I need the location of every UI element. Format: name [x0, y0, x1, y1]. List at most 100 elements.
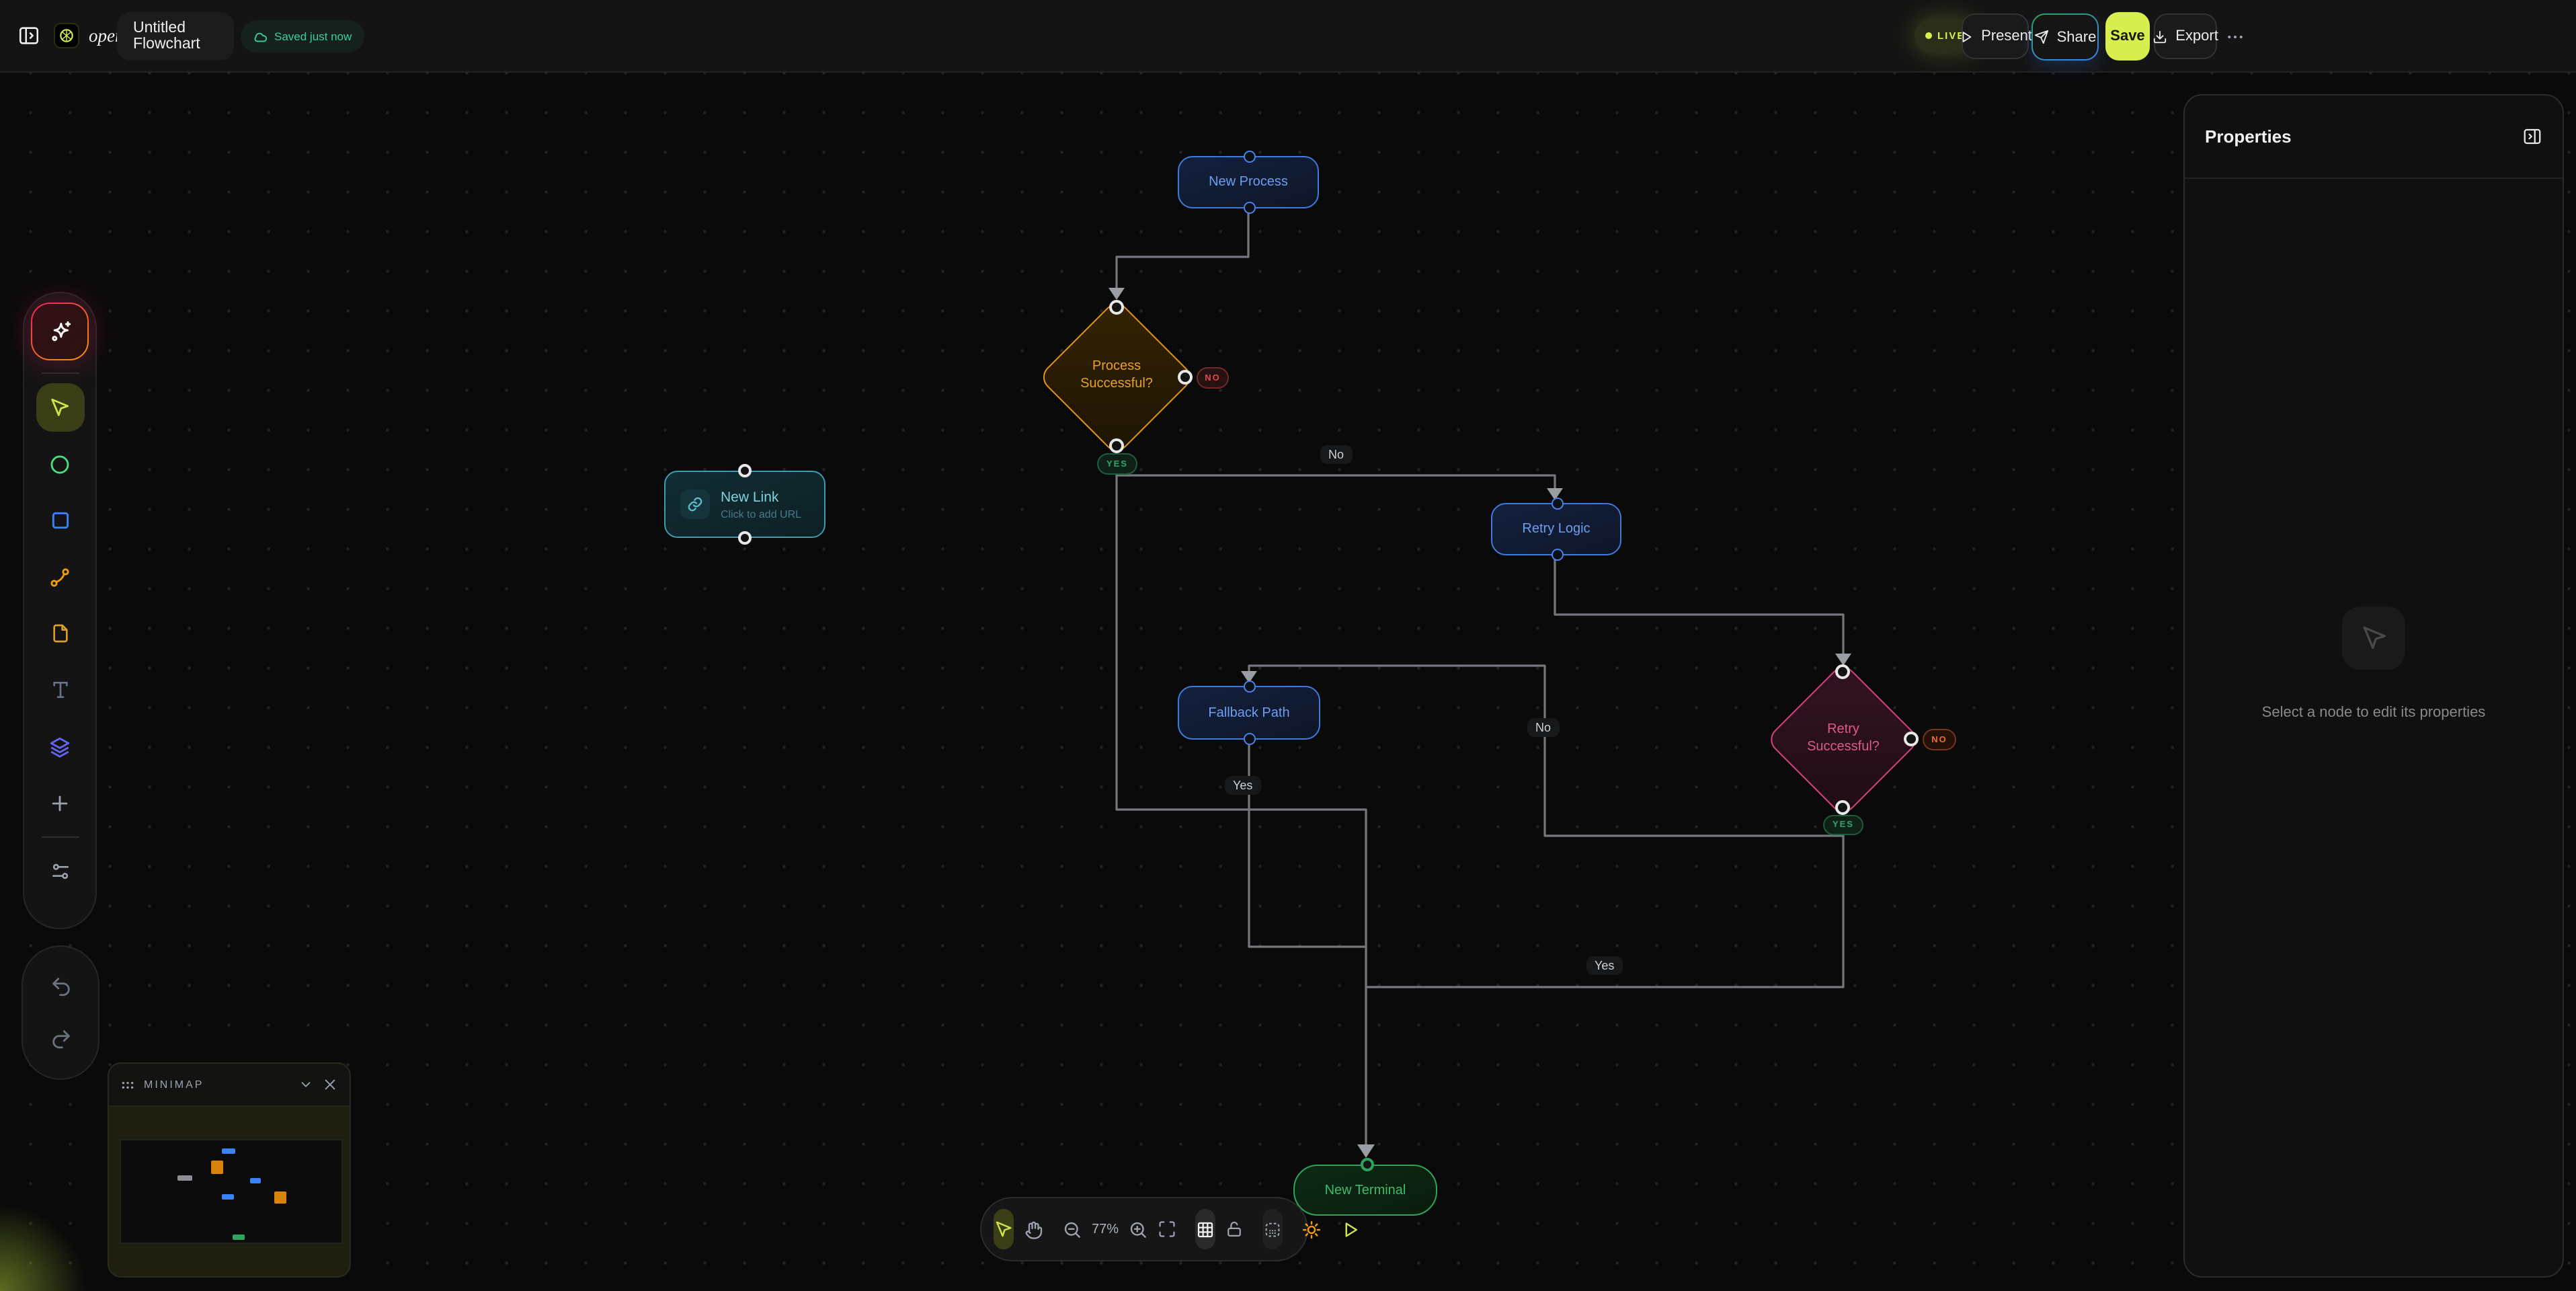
node-label: New Process	[1209, 175, 1288, 190]
handle-right[interactable]	[1178, 370, 1193, 385]
undo-icon[interactable]	[49, 976, 72, 999]
more-options-icon[interactable]	[2224, 22, 2245, 51]
settings-button[interactable]	[36, 847, 84, 896]
empty-state: Select a node to edit its properties	[2185, 607, 2563, 721]
handle-top[interactable]	[738, 464, 752, 477]
layers-tool-button[interactable]	[36, 722, 84, 771]
select-tool-button[interactable]	[36, 383, 84, 432]
handle-bottom[interactable]	[1552, 549, 1564, 561]
export-button[interactable]: Export	[2154, 13, 2218, 59]
drag-handle-icon[interactable]	[121, 1079, 134, 1090]
arrowhead	[1241, 671, 1257, 683]
lock-button[interactable]	[1225, 1220, 1244, 1239]
toggle-grid-button[interactable]	[1195, 1209, 1216, 1249]
zoom-level[interactable]: 77%	[1092, 1222, 1119, 1237]
handle-bottom[interactable]	[1244, 733, 1256, 745]
arrowhead	[1109, 288, 1125, 300]
branch-badge-yes: YES	[1823, 815, 1863, 835]
share-button[interactable]: Share	[2031, 13, 2099, 61]
node-new-link[interactable]: New Link Click to add URL	[664, 464, 826, 545]
edge-retrydecision-yes-to-terminal[interactable]	[1366, 808, 1845, 988]
minimap-node-marker	[177, 1175, 192, 1181]
sparkles-icon	[46, 318, 73, 345]
toolbar-divider	[41, 836, 79, 838]
zoom-out-button[interactable]	[1062, 1219, 1082, 1239]
minimap-viewport[interactable]	[120, 1139, 343, 1244]
circle-tool-button[interactable]	[36, 440, 84, 488]
branch-badge-no: NO	[1197, 367, 1229, 389]
handle-right[interactable]	[1904, 732, 1919, 746]
file-tool-button[interactable]	[36, 609, 84, 658]
chevron-down-icon[interactable]	[298, 1077, 313, 1092]
minimap-title: MINIMAP	[144, 1079, 204, 1091]
cursor-icon	[996, 1220, 1012, 1237]
redo-icon[interactable]	[49, 1027, 72, 1050]
plus-icon	[48, 791, 71, 814]
connector-tool-button[interactable]	[36, 553, 84, 601]
minimap-body[interactable]	[109, 1107, 350, 1276]
save-button[interactable]: Save	[2105, 12, 2150, 61]
node-retry-successful[interactable]: Retry Successful? NO YES	[1765, 662, 1956, 835]
canvas-controls-toolbar: 77%	[980, 1197, 1358, 1261]
minimap-header[interactable]: MINIMAP	[109, 1064, 350, 1107]
handle-top[interactable]	[1109, 300, 1124, 315]
unlock-icon	[1227, 1221, 1241, 1237]
properties-panel: Properties Select a node to edit its pro…	[2183, 94, 2564, 1278]
add-node-button[interactable]	[36, 779, 84, 827]
handle-bottom[interactable]	[1244, 202, 1256, 214]
top-header: opencharts Untitled Flowchart Saved just…	[0, 0, 2576, 73]
edge-label-no: No	[1527, 718, 1560, 737]
collapse-panel-icon[interactable]	[2522, 126, 2542, 147]
node-fallback-path[interactable]: Fallback Path	[1178, 680, 1320, 745]
ai-assistant-button[interactable]	[31, 303, 89, 360]
node-new-process[interactable]: New Process	[1178, 151, 1319, 214]
handle-bottom[interactable]	[1109, 438, 1124, 453]
node-retry-logic[interactable]: Retry Logic	[1491, 498, 1621, 561]
edge-retrylogic-to-retrydecision[interactable]	[1554, 555, 1845, 655]
fit-view-button[interactable]	[1158, 1220, 1176, 1239]
present-button[interactable]: Present	[1962, 13, 2032, 59]
frame-button[interactable]	[1262, 1209, 1283, 1249]
handle-top[interactable]	[1244, 680, 1256, 693]
run-button[interactable]	[1340, 1219, 1361, 1239]
select-mode-button[interactable]	[994, 1209, 1014, 1249]
handle-bottom[interactable]	[738, 531, 752, 545]
minimap-node-marker	[222, 1194, 234, 1200]
arrowhead	[1835, 654, 1851, 666]
node-subtitle[interactable]: Click to add URL	[721, 508, 802, 520]
theme-toggle-button[interactable]	[1301, 1219, 1322, 1239]
square-icon	[49, 510, 71, 531]
handle-top[interactable]	[1835, 664, 1850, 679]
live-dot	[1925, 32, 1932, 39]
edge-decision-yes-to-terminal[interactable]	[1115, 446, 1367, 1144]
play-icon	[1958, 29, 1973, 44]
edge-newprocess-to-decision[interactable]	[1115, 208, 1250, 293]
edge-label-no: No	[1320, 445, 1353, 464]
zoom-out-icon	[1064, 1221, 1080, 1237]
handle-bottom[interactable]	[1835, 800, 1850, 815]
handle-top[interactable]	[1552, 498, 1564, 510]
handle-top[interactable]	[1361, 1158, 1374, 1171]
app-logo[interactable]	[54, 23, 79, 48]
minimap-node-marker	[274, 1191, 286, 1204]
save-status-badge: Saved just now	[241, 20, 364, 52]
sidebar-toggle-icon[interactable]	[17, 24, 40, 47]
branch-badge-no: NO	[1923, 729, 1956, 750]
rectangle-tool-button[interactable]	[36, 496, 84, 545]
cursor-icon	[48, 396, 71, 419]
text-tool-button[interactable]	[36, 666, 84, 714]
document-title-input[interactable]: Untitled Flowchart	[117, 12, 234, 61]
file-icon	[49, 623, 71, 644]
pan-mode-button[interactable]	[1023, 1219, 1043, 1239]
edge-fallback-to-terminal[interactable]	[1248, 740, 1366, 948]
zoom-in-button[interactable]	[1128, 1219, 1148, 1239]
handle-top[interactable]	[1244, 151, 1256, 163]
node-label: Fallback Path	[1208, 705, 1290, 720]
arrowhead	[1357, 1144, 1375, 1158]
edge-label-yes: Yes	[1225, 776, 1261, 795]
close-icon[interactable]	[323, 1077, 337, 1092]
node-process-successful[interactable]: Process Successful? NO YES	[1037, 298, 1229, 475]
node-new-terminal[interactable]: New Terminal	[1293, 1158, 1437, 1216]
